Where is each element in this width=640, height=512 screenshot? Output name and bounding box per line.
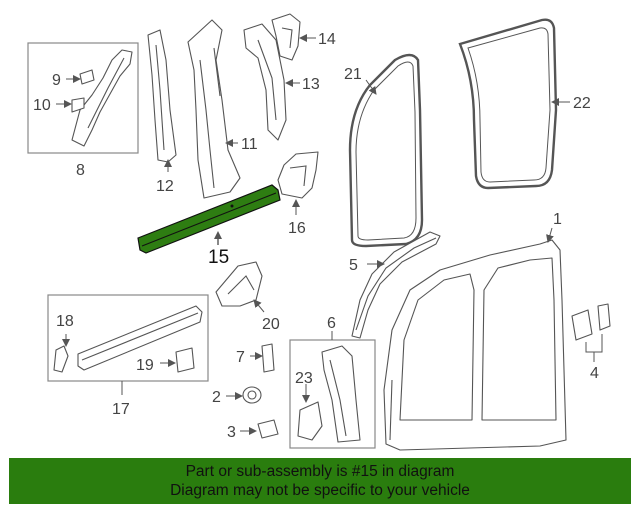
callout-14: 14 [318,31,336,48]
callout-18: 18 [56,313,74,330]
callout-22: 22 [573,95,591,112]
notice-line-1: Part or sub-assembly is #15 in diagram [185,463,455,480]
fitment-notice-banner: Part or sub-assembly is #15 in diagram D… [9,458,631,504]
part-15-rocker-highlighted [137,184,281,254]
callout-2: 2 [212,389,221,406]
part-14-bracket [271,13,316,61]
callout-19: 19 [136,357,154,374]
callout-3: 3 [227,424,236,441]
part-22-rear-door-seal [458,18,570,190]
callout-16: 16 [288,220,306,237]
callout-13: 13 [302,76,320,93]
part-20-bracket [215,261,265,313]
callout-8: 8 [76,162,85,179]
part-group-6 [289,331,376,449]
callout-20: 20 [262,316,280,333]
part-7-clip [250,343,275,373]
callout-17: 17 [112,401,130,418]
callout-7: 7 [236,349,245,366]
part-16-bracket [277,151,319,215]
callout-23: 23 [295,370,313,387]
callout-labels: 1 2 3 4 5 6 7 8 9 10 11 12 13 14 15 16 1… [33,31,599,441]
part-1-body-side [383,227,567,451]
callout-15: 15 [208,247,229,268]
callout-21: 21 [344,66,362,83]
notice-line-2: Diagram may not be specific to your vehi… [170,482,470,499]
part-2-plug [226,386,262,404]
part-5-roof-rail [351,231,441,339]
part-group-17 [47,294,209,395]
part-group-8 [27,42,139,154]
callout-5: 5 [349,257,358,274]
callout-9: 9 [52,72,61,89]
part-13-reinforcement [243,23,300,141]
parts-diagram: 1 2 3 4 5 6 7 8 9 10 11 12 13 14 15 16 1… [27,13,611,451]
part-3-clip [240,419,279,439]
callout-6: 6 [327,315,336,332]
callout-1: 1 [553,211,562,228]
callout-11: 11 [241,136,258,153]
part-11-pillar-inner [187,19,241,199]
callout-4: 4 [590,365,599,382]
part-12-pillar [147,29,177,172]
callout-10: 10 [33,97,51,114]
part-21-front-door-seal [348,53,424,248]
callout-12: 12 [156,178,174,195]
part-4-hinge-parts [571,303,611,362]
